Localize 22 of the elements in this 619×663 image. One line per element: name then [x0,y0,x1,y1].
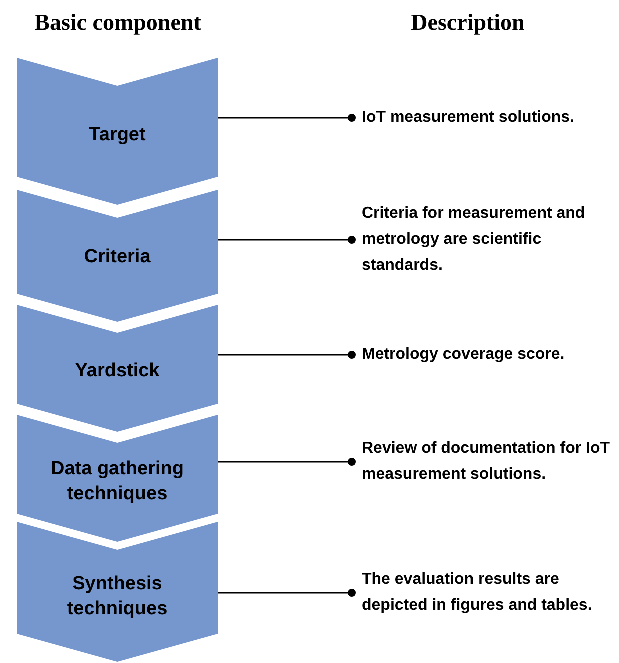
step-label: Synthesis techniques [66,572,169,621]
description-text: IoT measurement solutions. [362,108,576,128]
chevron-step [17,415,218,542]
connector-line [218,114,356,122]
step-label: Data gathering techniques [50,457,186,506]
chevron-step [17,305,218,432]
column-heading: Description [411,9,525,37]
step-label: Criteria [83,246,152,270]
chevron-step [17,522,218,662]
chevron-step [17,190,218,322]
description-text: The evaluation results are depicted in figures and tables. [362,570,594,616]
column-heading: Basic component [34,9,202,37]
step-label: Target [88,124,147,148]
connector-line [218,351,356,359]
chevron-step [17,58,218,205]
description-text: Criteria for measurement and metrology are scientific standards. [362,204,586,276]
step-label: Yardstick [74,360,161,384]
connector-line [218,458,356,466]
connector-line [218,589,356,597]
connector-line [218,236,356,244]
description-text: Metrology coverage score. [362,345,566,365]
description-text: Review of documentation for IoT measurement solutions. [362,439,612,485]
